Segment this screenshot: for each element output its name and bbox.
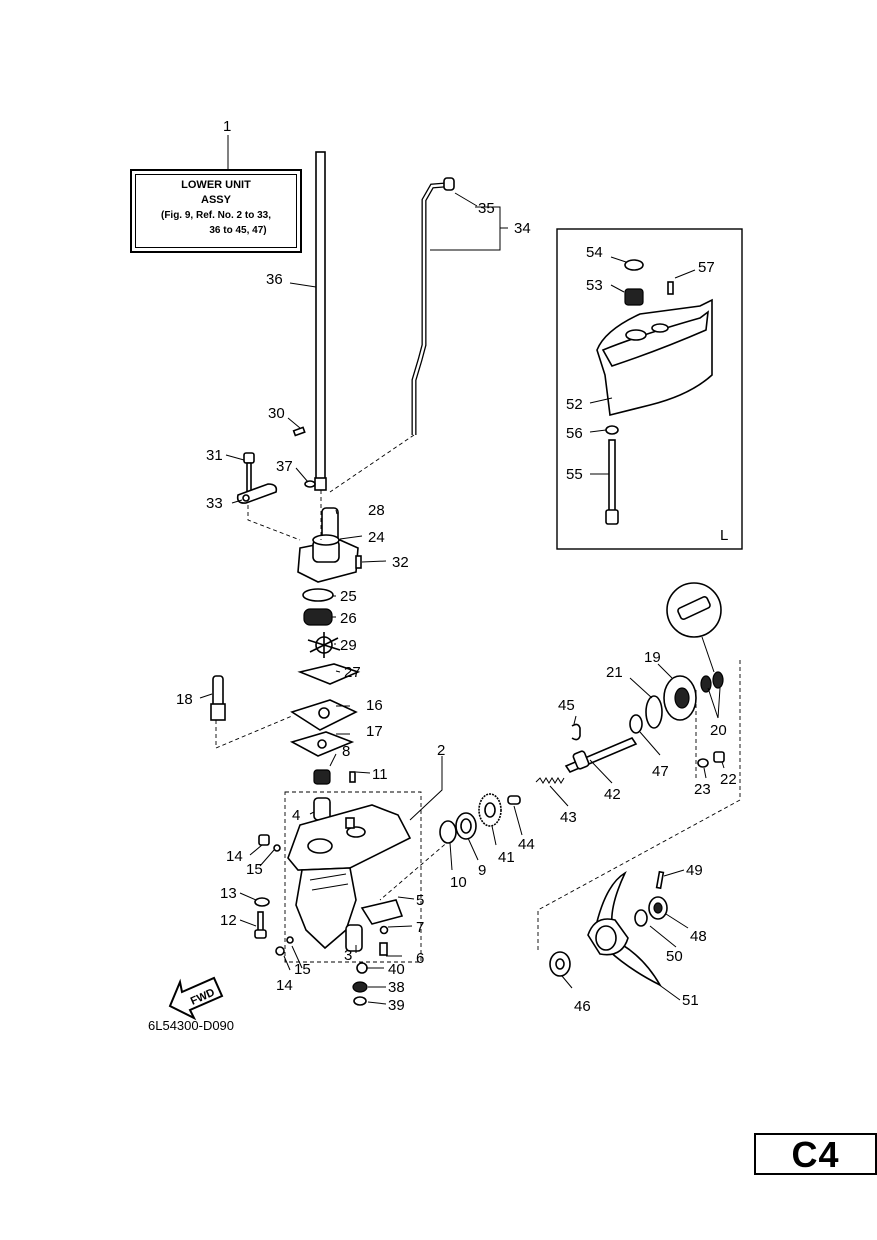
drive-shaft — [314, 151, 327, 491]
callout-28: 28 — [368, 502, 385, 519]
callout-48: 48 — [690, 928, 707, 945]
callout-52: 52 — [566, 396, 583, 413]
callout-32: 32 — [392, 554, 409, 571]
callout-6: 6 — [416, 950, 424, 967]
callout-42: 42 — [604, 786, 621, 803]
assy-note-line2: 36 to 45, 47) — [209, 225, 267, 236]
water-pump-stack — [210, 426, 362, 821]
callout-38: 38 — [388, 979, 405, 996]
callout-7: 7 — [416, 919, 424, 936]
fwd-arrow-icon — [168, 976, 224, 1021]
impeller — [307, 632, 341, 658]
inset-corner-label: L — [720, 527, 728, 544]
callout-44: 44 — [518, 836, 535, 853]
callout-56: 56 — [566, 425, 583, 442]
callout-22: 22 — [720, 771, 737, 788]
callout-45: 45 — [558, 697, 575, 714]
callout-2: 2 — [437, 742, 445, 759]
callout-23: 23 — [694, 781, 711, 798]
callout-50: 50 — [666, 948, 683, 965]
callout-18: 18 — [176, 691, 193, 708]
callout-25: 25 — [340, 588, 357, 605]
callout-17: 17 — [366, 723, 383, 740]
assy-subtitle: ASSY — [201, 194, 231, 206]
callout-39: 39 — [388, 997, 405, 1014]
callout-21: 21 — [606, 664, 623, 681]
callout-26: 26 — [340, 610, 357, 627]
callout-14-lower: 14 — [276, 977, 293, 994]
callout-10: 10 — [450, 874, 467, 891]
callout-36: 36 — [266, 271, 283, 288]
callout-12: 12 — [220, 912, 237, 929]
lower-casing — [254, 804, 412, 1006]
callout-15-upper: 15 — [246, 861, 263, 878]
callout-4: 4 — [292, 807, 300, 824]
callout-20: 20 — [710, 722, 727, 739]
callout-1: 1 — [223, 118, 231, 135]
callout-49: 49 — [686, 862, 703, 879]
callout-13: 13 — [220, 885, 237, 902]
callout-54: 54 — [586, 244, 603, 261]
callout-41: 41 — [498, 849, 515, 866]
callout-34: 34 — [514, 220, 531, 237]
callout-9: 9 — [478, 862, 486, 879]
callout-3: 3 — [344, 947, 352, 964]
page-tag-text: C4 — [791, 1134, 840, 1175]
callout-57: 57 — [698, 259, 715, 276]
callout-11: 11 — [372, 766, 388, 783]
shift-rod — [329, 177, 455, 493]
page-tag: C4 — [754, 1133, 877, 1175]
lower-unit-assy-label: LOWER UNIT ASSY (Fig. 9, Ref. No. 2 to 3… — [130, 169, 302, 253]
callout-numbers: 1 36 35 34 30 31 37 33 28 24 32 25 26 29… — [176, 118, 737, 1015]
callout-14-upper: 14 — [226, 848, 243, 865]
assy-note-line1: (Fig. 9, Ref. No. 2 to 33, — [160, 210, 271, 221]
callout-53: 53 — [586, 277, 603, 294]
callout-5: 5 — [416, 892, 424, 909]
callout-43: 43 — [560, 809, 577, 826]
callout-55: 55 — [566, 466, 583, 483]
callout-47: 47 — [652, 763, 669, 780]
callout-40: 40 — [388, 961, 405, 978]
callout-31: 31 — [206, 447, 223, 464]
callout-16: 16 — [366, 697, 383, 714]
callout-19: 19 — [644, 649, 661, 666]
callout-46: 46 — [574, 998, 591, 1015]
callout-15-lower: 15 — [294, 961, 311, 978]
callout-35: 35 — [478, 200, 495, 217]
callout-51: 51 — [682, 992, 699, 1009]
inset-box — [556, 228, 743, 550]
callout-33: 33 — [206, 495, 223, 512]
callout-29: 29 — [340, 637, 357, 654]
callout-27: 27 — [344, 664, 361, 681]
callout-30: 30 — [268, 405, 285, 422]
drawing-reference: 6L54300-D090 — [148, 1018, 235, 1033]
propeller-shaft-group — [439, 582, 725, 844]
callout-24: 24 — [368, 529, 385, 546]
callout-8: 8 — [342, 743, 350, 760]
assy-title: LOWER UNIT — [181, 179, 251, 191]
leader-lines — [199, 135, 725, 1005]
propeller — [549, 870, 668, 987]
callout-37: 37 — [276, 458, 293, 475]
